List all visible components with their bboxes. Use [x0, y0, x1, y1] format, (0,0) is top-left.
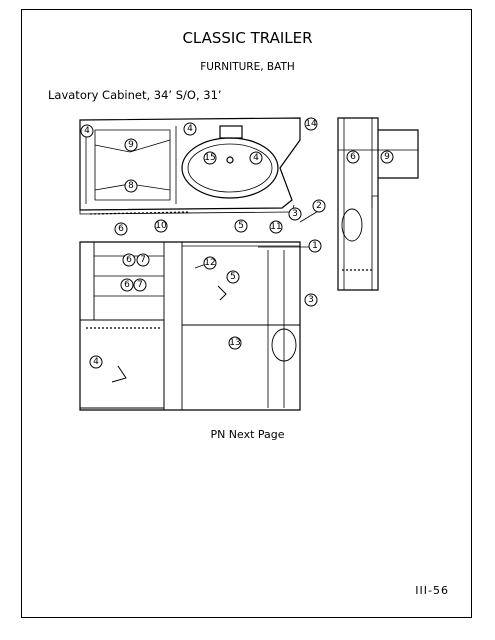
svg-text:6: 6: [126, 255, 132, 265]
figure-caption: Lavatory Cabinet, 34’ S/O, 31’: [48, 88, 222, 102]
callout-13: 13: [228, 336, 242, 350]
svg-text:3: 3: [308, 295, 314, 305]
svg-text:7: 7: [140, 255, 146, 265]
callout-5b: 5: [226, 270, 240, 284]
svg-text:9: 9: [384, 152, 390, 162]
svg-text:8: 8: [128, 181, 134, 191]
svg-text:4: 4: [93, 357, 99, 367]
callout-10: 10: [154, 219, 168, 233]
front-view-outline: [79, 241, 301, 411]
side-view-outline: [337, 117, 379, 291]
callout-6c: 6: [122, 253, 136, 267]
svg-text:15: 15: [204, 153, 215, 163]
callout-9b: 9: [380, 150, 394, 164]
callout-4b: 4: [183, 122, 197, 136]
callout-11: 11: [269, 220, 283, 234]
svg-text:6: 6: [350, 152, 356, 162]
callout-6d: 6: [120, 278, 134, 292]
callout-1: 1: [308, 239, 322, 253]
svg-text:4: 4: [84, 126, 90, 136]
svg-text:11: 11: [270, 222, 281, 232]
callout-15: 15: [203, 151, 217, 165]
svg-text:1: 1: [312, 241, 318, 251]
svg-text:10: 10: [155, 221, 167, 231]
callout-3: 3: [288, 207, 302, 221]
callout-4d: 4: [89, 355, 103, 369]
svg-text:2: 2: [316, 201, 322, 211]
next-page-note: PN Next Page: [210, 428, 285, 441]
svg-text:9: 9: [128, 140, 134, 150]
callout-14: 14: [304, 117, 318, 131]
callout-3b: 3: [304, 293, 318, 307]
svg-text:12: 12: [204, 258, 215, 268]
svg-text:4: 4: [253, 153, 259, 163]
svg-text:5: 5: [238, 221, 244, 231]
page-subtitle: FURNITURE, BATH: [200, 61, 295, 73]
svg-text:13: 13: [229, 338, 240, 348]
callout-6: 6: [114, 222, 128, 236]
svg-text:4: 4: [187, 124, 193, 134]
svg-text:14: 14: [305, 119, 317, 129]
top-view-outline: [79, 117, 301, 211]
svg-text:6: 6: [118, 224, 124, 234]
svg-text:7: 7: [137, 280, 143, 290]
callout-5: 5: [234, 219, 248, 233]
callout-7: 7: [136, 253, 150, 267]
svg-text:6: 6: [124, 280, 130, 290]
svg-text:5: 5: [230, 272, 236, 282]
callout-8: 8: [124, 179, 138, 193]
callout-4c: 4: [249, 151, 263, 165]
page-border: [21, 9, 472, 618]
svg-text:3: 3: [292, 209, 298, 219]
callout-6b: 6: [346, 150, 360, 164]
callout-group: 4 9 8 6 10 4 15 4 5 11 3 14 2 6 9 1 6 7 …: [80, 117, 394, 369]
callout-9: 9: [124, 138, 138, 152]
callout-12: 12: [203, 256, 217, 270]
callout-4: 4: [80, 124, 94, 138]
callout-7b: 7: [133, 278, 147, 292]
sink-bowl: [181, 137, 279, 199]
callout-2: 2: [312, 199, 326, 213]
page-title: CLASSIC TRAILER: [182, 29, 313, 47]
page-number: III-56: [415, 584, 449, 597]
